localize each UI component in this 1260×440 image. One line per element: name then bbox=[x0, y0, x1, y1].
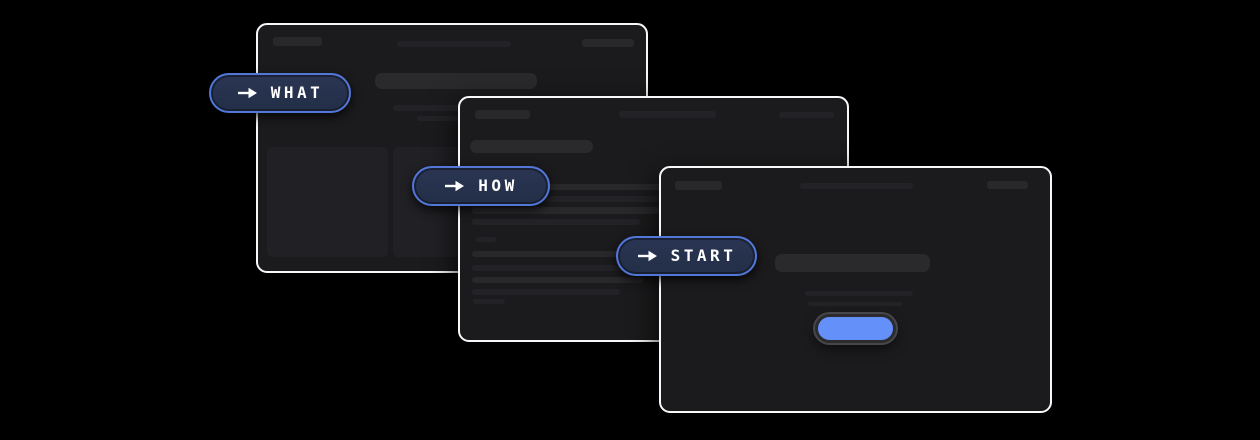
step-pill-label: HOW bbox=[478, 175, 518, 195]
step-pill-what[interactable]: WHAT bbox=[209, 73, 351, 113]
skeleton-text-line bbox=[472, 219, 640, 225]
step-pill-label: WHAT bbox=[270, 82, 324, 102]
skeleton-chip-right bbox=[779, 112, 834, 118]
skeleton-bar-center bbox=[397, 41, 511, 47]
skeleton-chip-left bbox=[675, 181, 722, 190]
skeleton-caption-line bbox=[808, 302, 902, 306]
arrow-right-icon bbox=[444, 180, 465, 192]
skeleton-text-line bbox=[472, 289, 620, 295]
step-pill-label: START bbox=[670, 245, 737, 265]
skeleton-subtitle-line bbox=[393, 105, 512, 111]
skeleton-text-line bbox=[476, 237, 496, 242]
skeleton-text-line bbox=[472, 196, 662, 202]
arrow-right-icon bbox=[237, 87, 258, 99]
skeleton-text-line bbox=[472, 207, 662, 214]
step-pill-start[interactable]: START bbox=[616, 236, 757, 276]
skeleton-text-line bbox=[472, 277, 644, 283]
skeleton-bar-center bbox=[800, 183, 913, 189]
skeleton-chip-right bbox=[987, 181, 1028, 189]
skeleton-text-line bbox=[473, 299, 505, 304]
card-start-wireframe bbox=[659, 166, 1052, 413]
skeleton-text-line bbox=[472, 265, 638, 271]
skeleton-text-line bbox=[472, 251, 646, 257]
step-pill-how[interactable]: HOW bbox=[412, 166, 550, 206]
skeleton-chip-left bbox=[475, 110, 530, 119]
skeleton-text-line bbox=[472, 184, 668, 190]
skeleton-subtitle-line bbox=[417, 116, 495, 121]
skeleton-chip-right bbox=[582, 39, 634, 47]
skeleton-chip-left bbox=[273, 37, 322, 46]
wireframe-column bbox=[267, 147, 388, 257]
skeleton-title-bar bbox=[775, 254, 930, 272]
arrow-right-icon bbox=[637, 250, 658, 262]
skeleton-title-bar bbox=[375, 73, 537, 89]
skeleton-caption-line bbox=[805, 291, 913, 296]
cta-button[interactable] bbox=[815, 314, 896, 343]
skeleton-bar-center bbox=[619, 111, 716, 118]
skeleton-section-bar bbox=[470, 140, 593, 153]
